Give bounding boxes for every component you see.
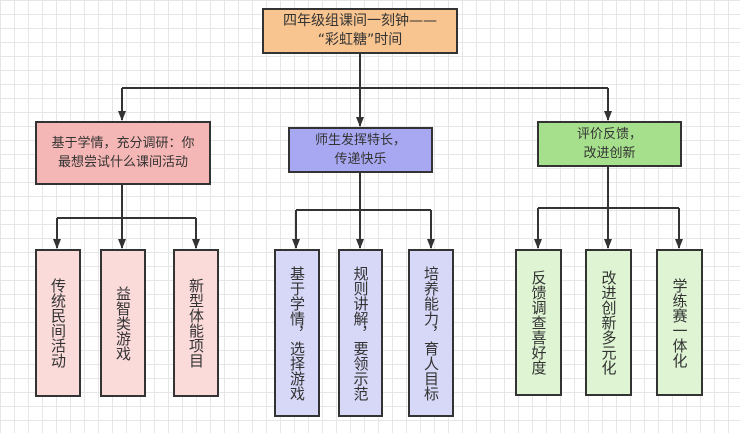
leaf-node: 培养能力，育人目标 — [408, 249, 454, 417]
leaf-node-label: 反馈调查喜好度 — [529, 270, 548, 375]
leaf-node-label: 新型体能项目 — [187, 278, 205, 368]
leaf-node-label: 基于学情，选择游戏 — [288, 265, 306, 401]
leaf-node-label: 学练赛一体化 — [670, 277, 689, 368]
branch-node-feedback: 评价反馈， 改进创新 — [537, 121, 682, 167]
leaf-node-label: 益智类游戏 — [114, 285, 132, 361]
root-node-line-1: 四年级组课间一刻钟—— — [283, 13, 437, 29]
leaf-node-label: 规则讲解，要领示范 — [351, 265, 370, 401]
root-node-line-2: “彩虹糖”时间 — [317, 32, 403, 48]
branch-node-line-1: 评价反馈， — [576, 127, 642, 142]
root-node: 四年级组课间一刻钟—— “彩虹糖”时间 — [262, 8, 458, 54]
branch-node-line-2: 传递快乐 — [334, 152, 387, 167]
leaf-node: 传统民间活动 — [35, 249, 81, 397]
leaf-node-label: 传统民间活动 — [49, 278, 67, 368]
branch-node-line-1: 师生发挥特长， — [314, 133, 406, 148]
leaf-node-label: 改进创新多元化 — [599, 270, 618, 375]
leaf-node: 新型体能项目 — [173, 249, 219, 397]
leaf-node: 改进创新多元化 — [585, 249, 632, 396]
leaf-node: 基于学情，选择游戏 — [274, 249, 320, 417]
branch-node-line-2: 改进创新 — [583, 146, 636, 161]
leaf-node: 反馈调查喜好度 — [515, 249, 562, 396]
leaf-node: 益智类游戏 — [100, 249, 146, 397]
leaf-node-label: 培养能力，育人目标 — [422, 265, 440, 401]
branch-node-line-1: 基于学情，充分调研：你 — [51, 136, 195, 151]
leaf-node: 规则讲解，要领示范 — [338, 249, 383, 417]
branch-node-line-2: 最想尝试什么课间活动 — [57, 155, 188, 170]
branch-node-strengths: 师生发挥特长， 传递快乐 — [288, 127, 433, 173]
leaf-node: 学练赛一体化 — [656, 249, 703, 396]
branch-node-research: 基于学情，充分调研：你 最想尝试什么课间活动 — [35, 121, 211, 185]
